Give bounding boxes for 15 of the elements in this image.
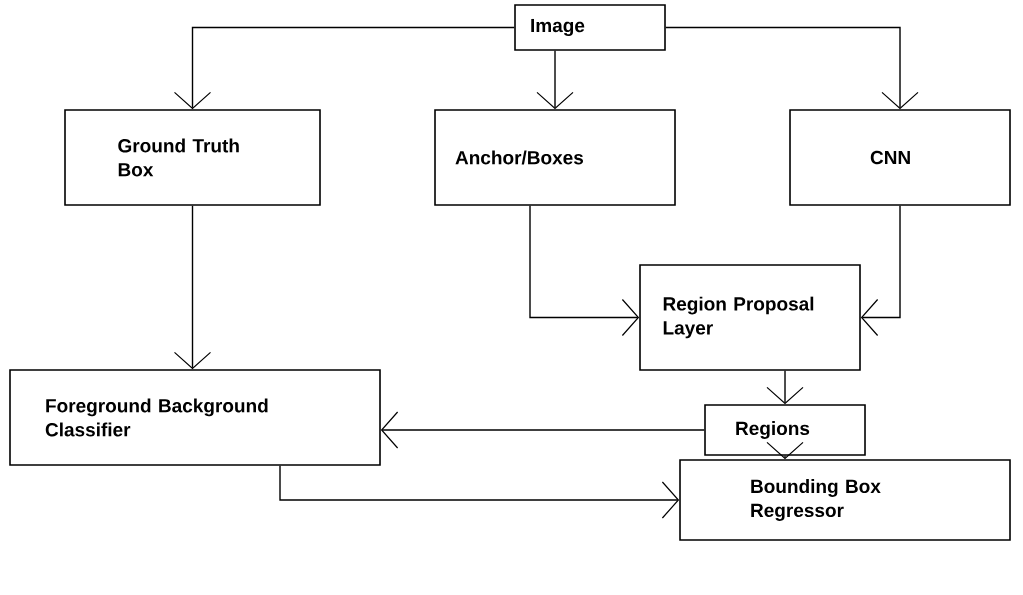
process-box: Foreground Background Classifier (9, 369, 381, 466)
process-box: Image (514, 4, 666, 51)
process-box: Ground Truth Box (64, 109, 321, 206)
process-box: Bounding Box Regressor (679, 459, 1011, 541)
process-box: CNN (789, 109, 1011, 206)
process-box: Regions (704, 404, 866, 456)
arrow (665, 26, 919, 110)
process-box: Anchor/Boxes (434, 109, 676, 206)
arrow (279, 465, 680, 519)
process-box: Region Proposal Layer (639, 264, 861, 371)
arrow (173, 205, 212, 370)
arrow (380, 411, 705, 449)
arrow (173, 26, 515, 110)
arrow (860, 205, 901, 337)
arrow (529, 205, 640, 337)
